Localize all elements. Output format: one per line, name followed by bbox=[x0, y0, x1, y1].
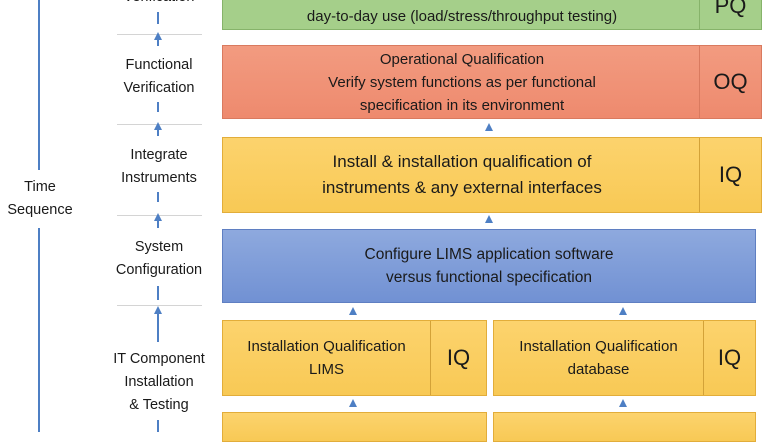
stage-it-line1: IT Component bbox=[113, 351, 205, 367]
configure-lims-line2: versus functional specification bbox=[386, 269, 592, 286]
iq-lims-text: Installation Qualification LIMS bbox=[247, 335, 405, 381]
sequence-label: Sequence bbox=[7, 202, 73, 218]
bottom-box-left bbox=[222, 412, 487, 442]
iq-database-text: Installation Qualification database bbox=[519, 335, 677, 381]
oq-desc-line2: specification in its environment bbox=[359, 96, 565, 114]
stage-integrate-line1: Integrate bbox=[130, 147, 188, 163]
oq-box: Operational Qualification Verify system … bbox=[222, 45, 762, 119]
arrow-up-icon bbox=[619, 399, 627, 407]
stage-it-line2: Installation bbox=[124, 374, 194, 390]
iq-instruments-line2: instruments & any external interfaces bbox=[322, 178, 602, 197]
stage-label-verification: Verification bbox=[94, 0, 224, 9]
stage-flow-arrows bbox=[154, 12, 162, 432]
iq-lims-tag: IQ bbox=[430, 321, 486, 395]
arrow-up-icon bbox=[485, 215, 493, 223]
pq-box: day-to-day use (load/stress/throughput t… bbox=[222, 0, 762, 30]
time-label: Time bbox=[24, 179, 56, 195]
configure-lims-text: Configure LIMS application software vers… bbox=[365, 243, 614, 289]
bottom-box-right bbox=[493, 412, 756, 442]
flow-arrowhead bbox=[154, 122, 162, 130]
stage-label-functional-verification: Functional Verification bbox=[94, 54, 224, 100]
arrow-up-icon bbox=[485, 123, 493, 131]
oq-desc-line1: Verify system functions as per functiona… bbox=[328, 73, 596, 91]
iq-database-box: Installation Qualification database IQ bbox=[493, 320, 756, 396]
stage-separator bbox=[117, 34, 202, 35]
flow-arrowhead bbox=[154, 306, 162, 314]
arrow-up-icon bbox=[619, 307, 627, 315]
stage-label-system-configuration: System Configuration bbox=[94, 236, 224, 282]
pq-text: day-to-day use (load/stress/throughput t… bbox=[306, 7, 618, 25]
flow-arrowhead bbox=[154, 32, 162, 40]
iq-lims-box: Installation Qualification LIMS IQ bbox=[222, 320, 487, 396]
stage-separator bbox=[117, 215, 202, 216]
iq-instruments-line1: Install & installation qualification of bbox=[332, 152, 592, 171]
time-sequence-label: Time Sequence bbox=[0, 176, 80, 222]
stage-integrate-line2: Instruments bbox=[121, 170, 197, 186]
stage-it-line3: & Testing bbox=[129, 397, 189, 413]
stage-separator bbox=[117, 124, 202, 125]
configure-lims-box: Configure LIMS application software vers… bbox=[222, 229, 756, 303]
oq-text: Operational Qualification Verify system … bbox=[328, 48, 596, 117]
iq-database-line2: database bbox=[567, 361, 630, 378]
arrow-up-icon bbox=[349, 399, 357, 407]
iq-instruments-tag: IQ bbox=[699, 138, 761, 212]
stage-verification-line1: Verification bbox=[94, 0, 224, 9]
oq-tag: OQ bbox=[699, 46, 761, 118]
stage-label-integrate-instruments: Integrate Instruments bbox=[94, 144, 224, 190]
arrow-up-icon bbox=[349, 307, 357, 315]
oq-title: Operational Qualification bbox=[379, 50, 545, 68]
stage-label-it-component: IT Component Installation & Testing bbox=[94, 348, 224, 417]
iq-lims-line2: LIMS bbox=[308, 361, 344, 378]
stage-functional-line2: Verification bbox=[123, 80, 195, 96]
time-axis-line bbox=[38, 0, 40, 170]
iq-instruments-box: Install & installation qualification of … bbox=[222, 137, 762, 213]
stage-system-line2: Configuration bbox=[115, 262, 203, 278]
time-axis-line bbox=[38, 228, 40, 432]
iq-database-line1: Installation Qualification bbox=[519, 338, 678, 355]
stage-functional-line1: Functional bbox=[125, 57, 193, 73]
iq-lims-line1: Installation Qualification bbox=[247, 338, 406, 355]
iq-database-tag: IQ bbox=[703, 321, 755, 395]
pq-tag: PQ bbox=[699, 0, 761, 29]
flow-arrowhead bbox=[154, 213, 162, 221]
iq-instruments-text: Install & installation qualification of … bbox=[322, 149, 602, 201]
stage-system-line1: System bbox=[134, 239, 184, 255]
stage-separator bbox=[117, 305, 202, 306]
configure-lims-line1: Configure LIMS application software bbox=[364, 246, 614, 263]
